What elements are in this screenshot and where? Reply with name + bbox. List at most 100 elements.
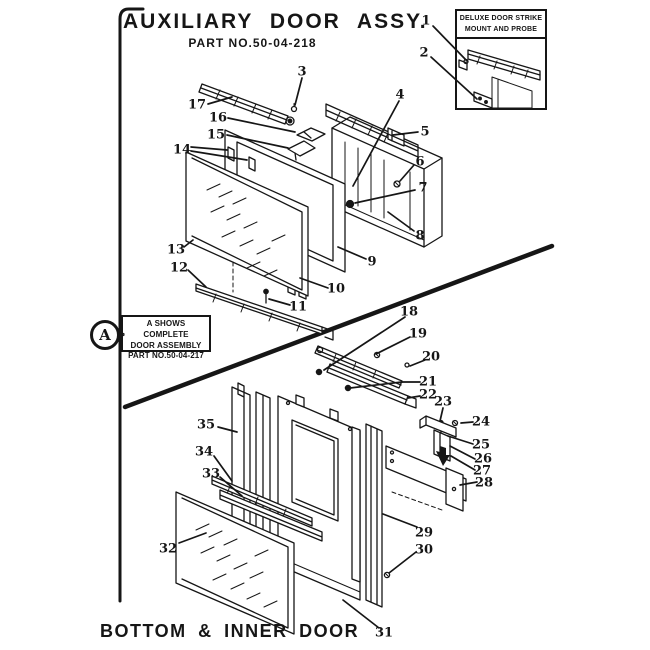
part-label-10: 10 [326, 281, 346, 297]
leader-line-14 [190, 146, 228, 151]
leader-line-29 [382, 513, 418, 528]
part-label-22: 22 [418, 387, 438, 403]
leader-line-23 [439, 407, 444, 422]
inset-box: DELUXE DOOR STRIKE MOUNT AND PROBE [455, 9, 547, 110]
leader-line-11 [268, 298, 291, 306]
inset-title-line1: DELUXE DOOR STRIKE [459, 15, 543, 22]
inset-divider [457, 37, 545, 39]
part-label-6: 6 [415, 154, 425, 170]
part-label-3: 3 [297, 64, 307, 80]
leader-line-32 [178, 532, 207, 544]
leader-line-6 [399, 164, 415, 182]
leader-line-34 [213, 455, 233, 482]
part-label-11: 11 [288, 299, 308, 315]
leader-line-31 [342, 599, 380, 629]
screw-part-30 [383, 571, 391, 579]
inset-strike-diagram [458, 49, 541, 109]
leader-line-4 [352, 100, 400, 187]
part-label-7: 7 [418, 180, 428, 196]
part-label-5: 5 [420, 124, 430, 140]
page-border-bracket [118, 7, 145, 603]
part-label-27: 27 [472, 463, 492, 479]
bolt-part-7 [345, 199, 355, 209]
part-label-17: 17 [187, 97, 207, 113]
upper-door-assembly-drawing [185, 83, 443, 341]
leader-line-17 [207, 96, 233, 105]
part-label-16: 16 [208, 110, 228, 126]
part-label-12: 12 [169, 260, 189, 276]
screw-part-3 [290, 105, 298, 113]
leader-line-19 [375, 336, 411, 355]
leader-line-22 [407, 395, 421, 399]
section-divider-line [122, 243, 555, 410]
screw-part-20 [404, 362, 410, 368]
part-label-2: 2 [419, 45, 429, 61]
leader-line-8 [387, 211, 415, 232]
leader-line-27 [450, 455, 476, 471]
part-label-31: 31 [374, 625, 394, 641]
leader-line-16 [227, 117, 296, 133]
leader-line-18 [323, 316, 406, 371]
pin-part-11 [263, 288, 269, 295]
part-label-9: 9 [367, 254, 377, 270]
leader-line-25 [447, 435, 474, 445]
part-label-8: 8 [415, 228, 425, 244]
leader-line-14 [190, 150, 248, 161]
leader-line-21 [349, 381, 403, 389]
leader-line-30 [388, 551, 417, 574]
part-label-25: 25 [471, 437, 491, 453]
part-label-28: 28 [474, 475, 494, 491]
assembly-marker-a: A [90, 320, 120, 350]
plate-part-28 [445, 467, 464, 512]
leader-line-20 [409, 359, 426, 367]
part-label-30: 30 [414, 542, 434, 558]
leader-line-7 [354, 189, 416, 204]
inset-title-line2: MOUNT AND PROBE [464, 25, 538, 33]
part-label-29: 29 [414, 525, 434, 541]
leader-line-33 [219, 476, 243, 497]
leader-line-13 [183, 239, 194, 248]
bottom-section-title: BOTTOM & INNER DOOR [100, 621, 360, 641]
part-label-24: 24 [471, 414, 491, 430]
latch-arrow [436, 446, 450, 466]
lower-door-assembly-drawing [175, 345, 467, 635]
part-label-26: 26 [473, 451, 493, 467]
leader-line-15 [226, 134, 289, 149]
leader-line-26 [449, 445, 476, 460]
part-label-14: 14 [172, 142, 192, 158]
part-label-35: 35 [196, 417, 216, 433]
pin-part-18 [315, 368, 323, 376]
leader-line-24 [460, 421, 474, 424]
screw-part-19 [373, 351, 381, 359]
leader-line-10 [299, 277, 329, 289]
note-line3: PART NO.50-04-217 [128, 351, 204, 361]
part-label-19: 19 [408, 326, 428, 342]
leader-line-5 [392, 131, 419, 136]
leader-line-12 [187, 269, 207, 288]
part-label-21: 21 [418, 374, 438, 390]
part-label-33: 33 [201, 466, 221, 482]
part-label-18: 18 [399, 304, 419, 320]
page-title: AUXILIARY DOOR ASSY. [123, 10, 428, 33]
part-label-1: 1 [421, 13, 431, 29]
leader-line-2 [430, 56, 478, 100]
note-line2: DOOR ASSEMBLY [130, 340, 202, 350]
part-label-13: 13 [166, 242, 186, 258]
leader-line-1 [432, 25, 468, 62]
part-label-32: 32 [158, 541, 178, 557]
note-line1: A SHOWS COMPLETE [143, 319, 189, 339]
leader-line-9 [337, 246, 367, 260]
note-box: A SHOWS COMPLETE DOOR ASSEMBLY PART NO.5… [121, 315, 211, 360]
part-label-15: 15 [206, 127, 226, 143]
part-label-23: 23 [433, 394, 453, 410]
leader-lines [178, 25, 478, 629]
leader-line-35 [217, 426, 238, 433]
screw-part-6 [393, 180, 401, 188]
leader-line-3 [294, 77, 303, 106]
part-label-4: 4 [395, 87, 405, 103]
part-label-34: 34 [194, 444, 214, 460]
leader-line-28 [459, 481, 478, 486]
screw-part-24 [451, 419, 459, 427]
